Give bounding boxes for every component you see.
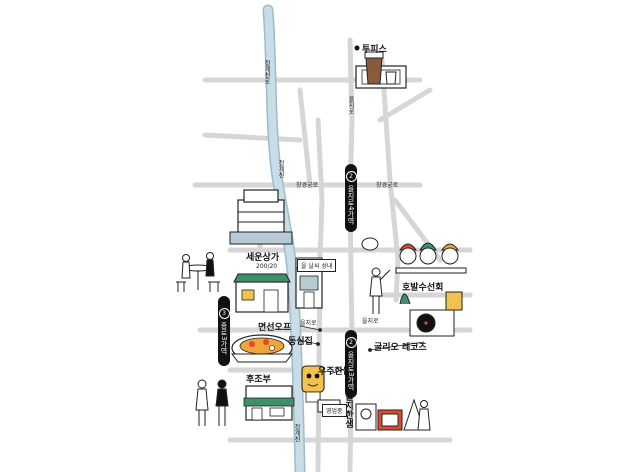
eulji-market-label: 을지한샘 [343,392,353,428]
station-euljiro3ga[interactable]: 2 을지로3가역 [345,330,357,398]
sewoon-label: 세운상가 [246,253,280,263]
chat-bubble-icon [361,237,379,251]
gulliver-label: 굴리오 레코즈 [374,343,427,353]
wooju-label: 우주한돌 [318,367,352,377]
sewoon-sub-label: 200/20 [256,263,278,270]
standing-man-icon [369,267,391,314]
station-name: 을지로3가역 [347,351,355,391]
station-euljiro4ga[interactable]: 2 을지로4가역 [345,164,357,232]
street-label-eulji-left: 을지로 [300,320,317,327]
station-number: 2 [345,171,357,183]
street-label-cheonggye-west: 청계천 [277,160,284,178]
station-number: 2 [345,337,357,349]
hobal-label: 호발수선회 [402,283,444,293]
station-number: 3 [218,307,230,319]
hojobu-label: 후조부 [246,375,271,385]
myeonseon-label: 면선오프 [258,323,292,333]
dongsimjip-label: 동심집 [288,337,313,347]
open-sign: 영업중 [322,404,347,417]
twosome-label: 투피스 [362,45,387,55]
outdoor-seating-icon [176,252,220,292]
street-label-side: 을지로 [347,96,354,114]
street-label-left: 창경궁로 [296,182,319,189]
twosome-marker [354,45,360,51]
plant-pots-icon [395,242,467,274]
people-figures-icon [195,379,229,426]
food-plate-icon [231,334,293,363]
myeonseon-store-icon [233,273,291,313]
street-label-eulji-mid: 을지로 [362,318,379,325]
street-label-cheonggye-north: 청계천로 [263,60,270,84]
station-name: 종로3가역 [220,321,228,355]
street-label-cheong-bottom: 청계천 [293,424,300,442]
antique-store-icon [355,398,431,431]
street-label-right: 창경궁로 [376,182,399,189]
sewoon-building-icon [229,189,293,245]
station-chungmuro[interactable]: 3 종로3가역 [218,296,230,366]
hojobu-store-icon [243,385,295,421]
shop-sign: 을 날씨 성내 [297,259,337,272]
coffee-tray-icon [355,51,407,89]
station-name: 을지로4가역 [347,185,355,225]
record-player-icon [399,291,463,337]
